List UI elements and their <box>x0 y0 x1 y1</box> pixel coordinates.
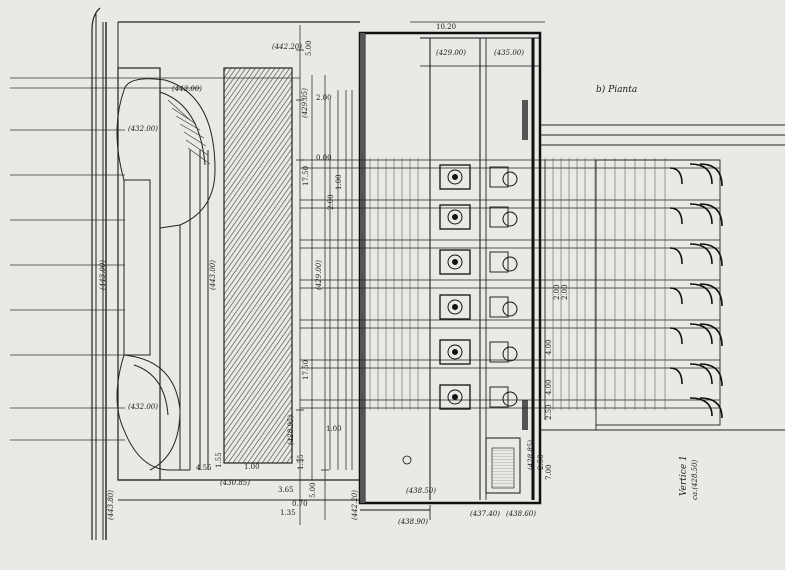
dim-1-00-c: 1.00 <box>244 463 260 471</box>
penstock-arches <box>669 163 723 419</box>
dim-2-50-b: 2.50 <box>537 454 545 470</box>
penstock-ribs <box>369 158 666 410</box>
elev-443-00-left: (443.00) <box>99 260 107 290</box>
leader-lines <box>10 77 300 441</box>
elev-443-80: (443.80) <box>107 490 115 520</box>
elev-442-20-bot: (442.20) <box>351 490 359 520</box>
elev-429-00-top: (429.00) <box>436 49 466 57</box>
elev-429-00-mid: (429.00) <box>315 260 323 290</box>
dim-0-00: 0.00 <box>316 154 332 162</box>
elev-435-00: (435.00) <box>494 49 524 57</box>
dim-1-55: 1.55 <box>215 452 223 468</box>
vertex-elevation: ca.(428.50) <box>691 459 699 500</box>
elev-443-00-top: (443.00) <box>172 85 202 93</box>
elev-438-50: (438.50) <box>406 487 436 495</box>
plan-title: b) Pianta <box>596 85 638 95</box>
dim-5-00-top: 5.00 <box>305 40 313 56</box>
dimension-ticks <box>296 21 546 501</box>
generator-units <box>439 164 518 410</box>
turbine-hall <box>358 31 542 520</box>
wall-hatch <box>360 33 528 503</box>
elev-430-85: (430.85) <box>220 479 250 487</box>
dim-1-00-a: 1.00 <box>335 174 343 190</box>
dim-1-35: 1.35 <box>280 509 296 517</box>
elev-429-05: (429.05) <box>301 88 309 118</box>
dim-4-00-a: 4.00 <box>545 339 553 355</box>
dim-3-65: 3.65 <box>278 486 294 494</box>
dim-1-00-b: 1.00 <box>326 425 342 433</box>
dim-2-00-c: 2.00 <box>553 284 561 300</box>
dim-0-70: 0.70 <box>292 500 308 508</box>
elev-432-00-a: (432.00) <box>128 125 158 133</box>
curved-basins <box>116 78 216 471</box>
outer-frame <box>91 7 360 540</box>
stair-treads <box>167 99 211 165</box>
elev-443-00-mid: (443.00) <box>209 260 217 290</box>
dim-7-00: 7.00 <box>545 464 553 480</box>
dim-1-55-b: 1.55 <box>297 454 305 470</box>
dim-17-50-b: 17.50 <box>302 359 310 380</box>
dim-17-50-a: 17.50 <box>302 165 310 186</box>
dim-4-00-b: 4.00 <box>545 379 553 395</box>
dim-2-00-d: 2.00 <box>561 284 569 300</box>
dim-4-55: 4.55 <box>196 464 212 472</box>
elev-438-90: (438.90) <box>398 518 428 526</box>
elev-437-40: (437.40) <box>470 510 500 518</box>
intake-block <box>540 124 785 431</box>
elev-428-85: (428.85) <box>527 440 535 470</box>
elev-438-60: (438.60) <box>506 510 536 518</box>
dim-2-00-a: 2.00 <box>316 94 332 102</box>
elev-432-00-b: (432.00) <box>128 403 158 411</box>
hatched-panel <box>223 67 293 464</box>
vertex-label: Vertice 1 <box>679 455 689 496</box>
dim-2-00-b: 2.00 <box>327 194 335 210</box>
dim-5-00-bot: 5.00 <box>309 482 317 498</box>
elev-442-20-top: (442.20) <box>272 43 302 51</box>
dim-2-50: 2.50 <box>545 404 553 420</box>
dim-10-20: 10.20 <box>436 23 457 31</box>
elev-428-95: (428.95) <box>287 415 295 445</box>
